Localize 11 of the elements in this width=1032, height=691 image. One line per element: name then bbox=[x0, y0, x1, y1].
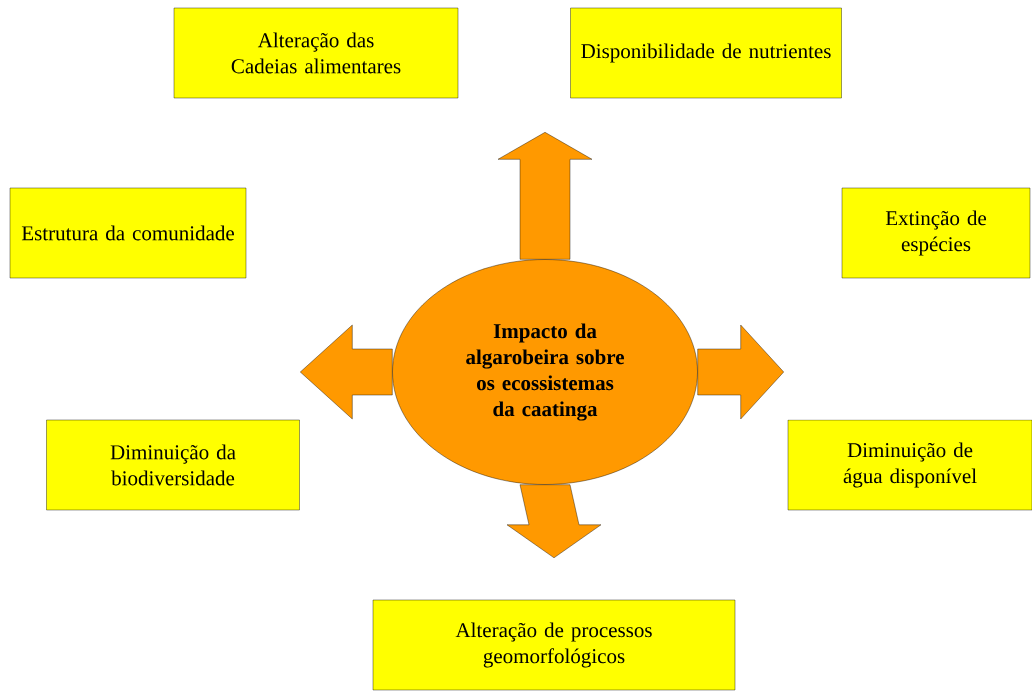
effect-box: Diminuição de água disponível bbox=[787, 419, 1032, 511]
effect-box: Diminuição da biodiversidade bbox=[46, 419, 300, 511]
effect-box: Disponibilidade de nutrientes bbox=[570, 7, 842, 99]
block-arrow bbox=[300, 324, 393, 420]
effect-box: Alteração das Cadeias alimentares bbox=[173, 7, 459, 99]
block-arrow bbox=[497, 132, 593, 260]
effect-box: Alteração de processos geomorfológicos bbox=[372, 599, 736, 691]
block-arrow bbox=[697, 324, 784, 420]
effect-box: Estrutura da comunidade bbox=[9, 187, 247, 279]
effect-box: Extinção de espécies bbox=[841, 187, 1031, 279]
block-arrow bbox=[506, 484, 602, 558]
